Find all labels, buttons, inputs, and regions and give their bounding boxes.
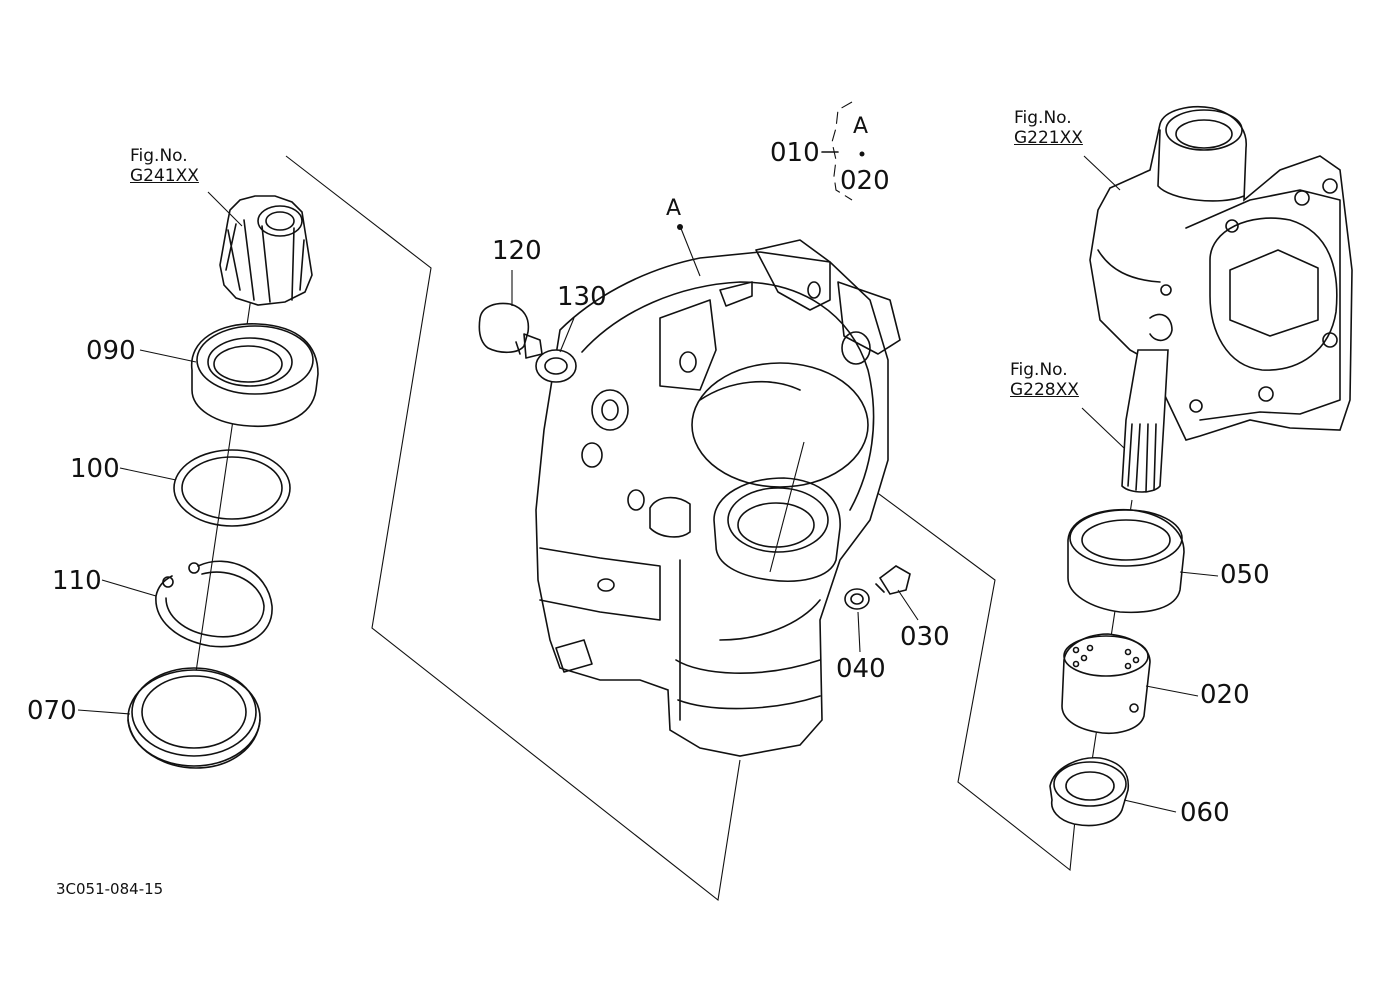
part-010-bracket	[821, 101, 865, 201]
part-label-050[interactable]: 050	[1220, 560, 1270, 590]
seal-070	[127, 667, 261, 769]
part-label-120[interactable]: 120	[492, 236, 542, 266]
part-label-040[interactable]: 040	[836, 654, 886, 684]
gear-case	[535, 239, 901, 757]
plug-120	[478, 302, 543, 359]
bracket-letter-a: A	[853, 114, 869, 139]
case-marker-a	[677, 224, 701, 277]
part-label-060[interactable]: 060	[1180, 798, 1230, 828]
part-label-130[interactable]: 130	[557, 282, 607, 312]
leader-lines	[77, 155, 1219, 813]
fig-ref-gear-line1: Fig.No.	[130, 146, 188, 166]
washer-130	[535, 349, 577, 383]
fig-ref-housing-code[interactable]: G221XX	[1014, 128, 1083, 149]
fig-ref-shaft-code[interactable]: G228XX	[1010, 380, 1079, 401]
part-label-010[interactable]: 010	[770, 138, 820, 168]
fig-ref-gear[interactable]: Fig.No. G241XX	[130, 146, 199, 187]
bearing-090	[190, 323, 319, 428]
part-label-100[interactable]: 100	[70, 454, 120, 484]
fig-ref-housing[interactable]: Fig.No. G221XX	[1014, 108, 1083, 149]
bushing-020	[1061, 633, 1151, 734]
assembly-outline-left	[285, 155, 741, 902]
case-letter-a: A	[666, 196, 682, 221]
bolt-030	[875, 565, 911, 595]
bevel-housing	[1089, 106, 1353, 441]
fig-ref-housing-line1: Fig.No.	[1014, 108, 1072, 128]
part-label-070[interactable]: 070	[27, 696, 77, 726]
fig-ref-gear-code[interactable]: G241XX	[130, 166, 199, 187]
bearing-race-050	[1067, 508, 1185, 614]
drawing-reference: 3C051-084-15	[56, 880, 164, 898]
bevel-gear	[219, 195, 313, 306]
bevel-shaft	[1121, 349, 1169, 493]
ring-100	[173, 449, 291, 527]
part-label-020[interactable]: 020	[1200, 680, 1250, 710]
snap-ring-110	[155, 560, 273, 648]
case-axis	[769, 441, 805, 573]
seal-060	[1049, 757, 1130, 827]
washer-040	[844, 588, 870, 610]
part-label-090[interactable]: 090	[86, 336, 136, 366]
part-label-020-assembly[interactable]: 020	[840, 166, 890, 196]
assembly-outline-right	[789, 427, 1076, 872]
part-label-110[interactable]: 110	[52, 566, 102, 596]
part-label-030[interactable]: 030	[900, 622, 950, 652]
fig-ref-shaft[interactable]: Fig.No. G228XX	[1010, 360, 1079, 401]
fig-ref-shaft-line1: Fig.No.	[1010, 360, 1068, 380]
